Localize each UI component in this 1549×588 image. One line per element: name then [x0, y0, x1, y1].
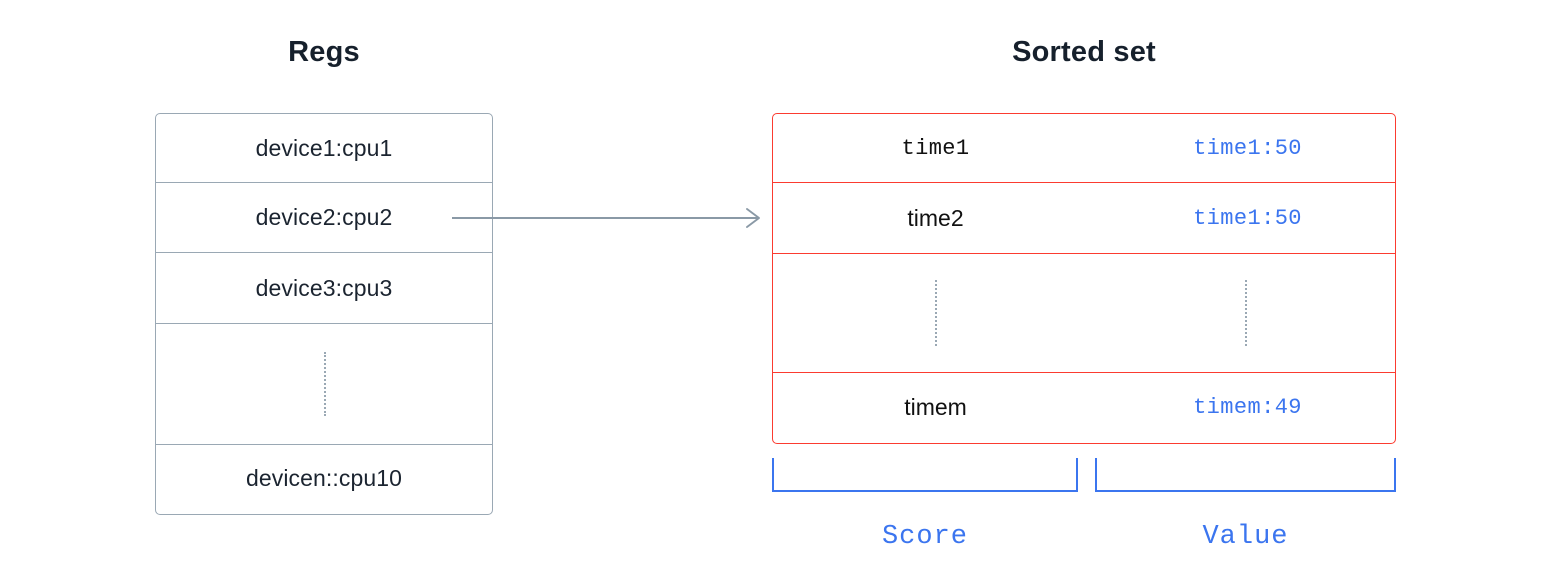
regs-to-sorted-set-arrow: [452, 208, 760, 228]
value-cell-label: time1:50: [1193, 135, 1302, 161]
table-row[interactable]: time1 time1:50: [773, 114, 1395, 182]
score-column-label: Score: [881, 522, 968, 552]
regs-cell-label: device2:cpu2: [255, 204, 393, 231]
table-row[interactable]: [773, 253, 1395, 372]
regs-panel-title: Regs: [288, 36, 360, 68]
value-cell-label: time1:50: [1193, 205, 1302, 231]
table-row[interactable]: [156, 323, 492, 444]
table-row[interactable]: device2:cpu2: [156, 182, 492, 252]
regs-cell-label: device3:cpu3: [255, 274, 393, 301]
arrow-head-icon: [746, 208, 760, 228]
vertical-ellipsis-icon: [935, 280, 937, 347]
vertical-ellipsis-icon: [324, 352, 326, 417]
vertical-ellipsis-icon: [1245, 280, 1247, 347]
regs-table: device1:cpu1 device2:cpu2 device3:cpu3 d…: [155, 113, 493, 515]
sorted-set-panel-title: Sorted set: [1012, 36, 1156, 68]
value-cell-label: timem:49: [1193, 394, 1302, 420]
table-row[interactable]: time2 time1:50: [773, 182, 1395, 253]
score-cell-label: timem: [904, 393, 967, 420]
regs-cell-label: device1:cpu1: [255, 134, 393, 161]
value-column-bracket: [1095, 458, 1396, 492]
table-row[interactable]: device3:cpu3: [156, 252, 492, 323]
table-row[interactable]: devicen::cpu10: [156, 444, 492, 512]
score-cell-label: time1: [901, 135, 970, 161]
score-cell-label: time2: [907, 204, 964, 231]
score-column-bracket: [772, 458, 1078, 492]
table-row[interactable]: device1:cpu1: [156, 114, 492, 182]
regs-cell-label: devicen::cpu10: [245, 465, 403, 492]
sorted-set-table: time1 time1:50 time2 time1:50 timem time…: [772, 113, 1396, 444]
value-column-label: Value: [1202, 522, 1289, 552]
table-row[interactable]: timem timem:49: [773, 372, 1395, 441]
